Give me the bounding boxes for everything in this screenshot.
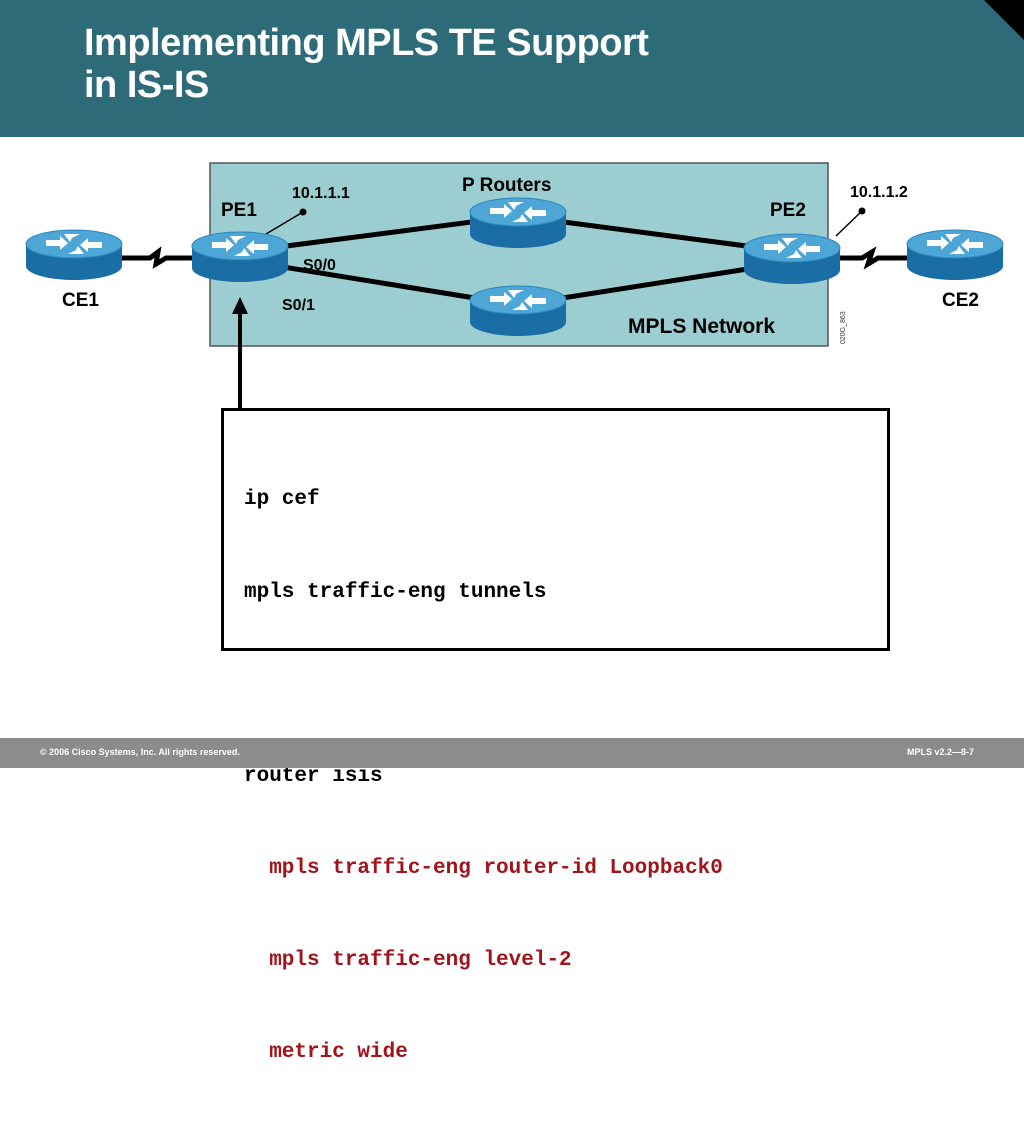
ip-pointers	[265, 207, 866, 237]
figure-id-label: 020G_863	[840, 311, 847, 344]
ce2-router-icon	[906, 229, 1004, 281]
config-line: mpls traffic-eng router-id Loopback0	[244, 856, 723, 880]
config-line	[244, 670, 723, 701]
footer-copyright: © 2006 Cisco Systems, Inc. All rights re…	[40, 747, 240, 757]
slide-title: Implementing MPLS TE Support in IS-IS	[84, 22, 649, 106]
config-line: mpls traffic-eng tunnels	[244, 580, 547, 604]
pe1-label: PE1	[221, 200, 257, 221]
config-code: ip cef mpls traffic-eng tunnels router i…	[244, 424, 723, 1130]
pe1-router-icon	[191, 231, 289, 283]
pe2-label: PE2	[770, 200, 806, 221]
ce2-label: CE2	[942, 290, 979, 311]
config-line: mpls traffic-eng level-2	[244, 948, 572, 972]
mpls-network-label: MPLS Network	[628, 315, 775, 338]
pe1-s01-label: S0/1	[282, 297, 315, 314]
corner-decoration	[984, 0, 1024, 40]
callout-arrow-head	[232, 297, 248, 314]
network-diagram: P Routers PE1 10.1.1.1 S0/0 S0/1 PE2 10.…	[25, 162, 1004, 410]
slide-title-line1: Implementing MPLS TE Support	[84, 22, 649, 64]
pe2-router-icon	[743, 233, 841, 285]
pe1-s00-label: S0/0	[303, 257, 336, 274]
slide-title-line2: in IS-IS	[84, 64, 209, 106]
pe2-ip-label: 10.1.1.2	[850, 184, 908, 201]
pe1-ip-label: 10.1.1.1	[292, 185, 350, 202]
config-box: ip cef mpls traffic-eng tunnels router i…	[221, 408, 890, 1064]
p-router-top-icon	[469, 197, 567, 249]
ce1-router-icon	[25, 229, 123, 281]
p-routers-label: P Routers	[462, 175, 551, 196]
footer-course-id: MPLS v2.2—8-7	[906, 747, 974, 757]
config-line: ip cef	[244, 488, 320, 512]
slide-header: Implementing MPLS TE Support in IS-IS	[0, 0, 1024, 137]
slide-footer: © 2006 Cisco Systems, Inc. All rights re…	[0, 738, 1024, 768]
config-line: metric wide	[244, 1040, 408, 1064]
p-router-bottom-icon	[469, 285, 567, 337]
ce1-label: CE1	[62, 290, 99, 311]
